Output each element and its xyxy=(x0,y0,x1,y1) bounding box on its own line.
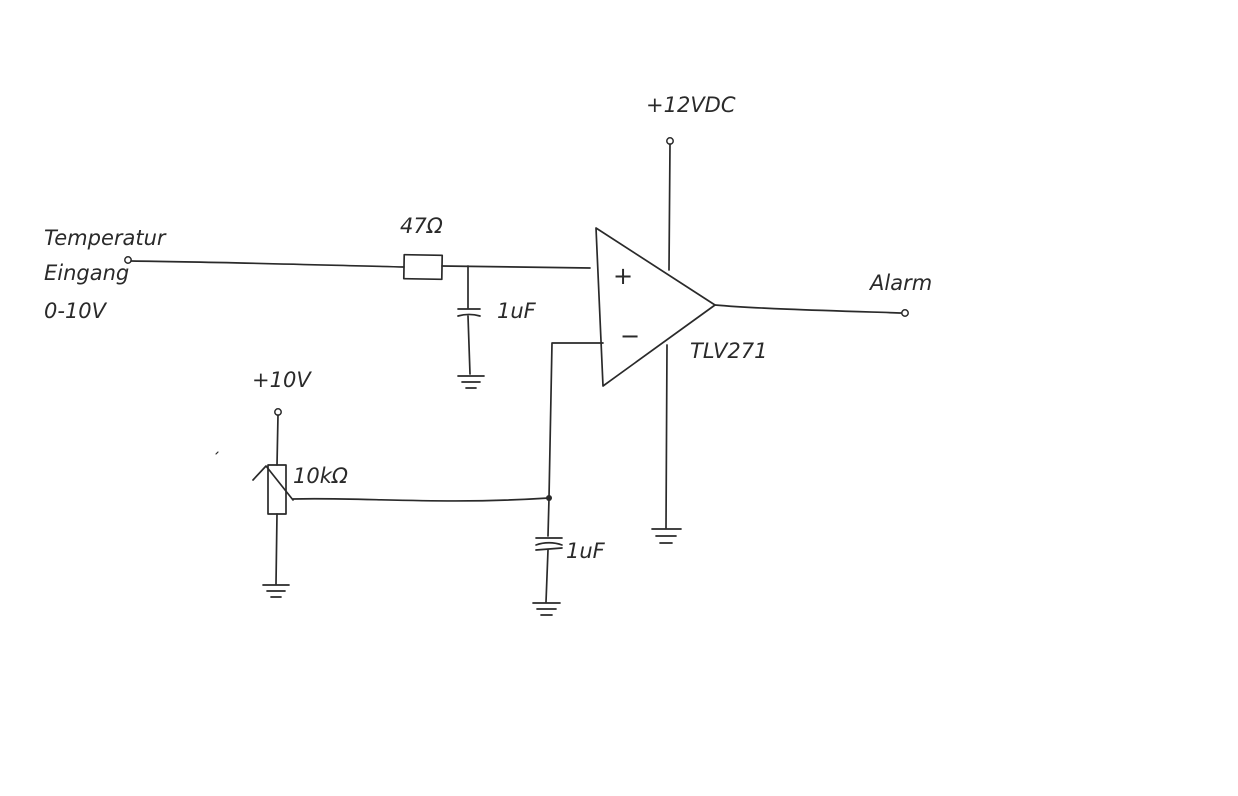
opamp-minus-sign: − xyxy=(620,322,640,350)
wire-to-plus-input xyxy=(441,265,591,269)
potentiometer-10k xyxy=(252,464,294,515)
resistor-47-ohm-label: 47Ω xyxy=(400,214,443,238)
wire-supply-12v xyxy=(668,143,671,271)
capacitor-input-label: 1uF xyxy=(497,299,537,323)
wire-input xyxy=(130,260,405,268)
wire-output xyxy=(714,304,903,314)
wire-cap2-bottom xyxy=(545,549,549,603)
stray-mark xyxy=(215,451,219,455)
opamp-plus-sign: + xyxy=(613,262,633,290)
ground-symbol-cap2 xyxy=(532,602,561,616)
opamp-triangle xyxy=(595,227,716,387)
resistor-47-ohm xyxy=(402,253,444,281)
wire-cap2-top xyxy=(547,497,550,537)
supply-10v-label: +10V xyxy=(252,368,312,392)
input-label-line3: 0-10V xyxy=(44,299,108,323)
supply-12v-label: +12VDC xyxy=(646,93,736,117)
ground-symbol-opamp xyxy=(651,528,682,544)
input-label-line2: Eingang xyxy=(44,261,129,285)
output-label: Alarm xyxy=(868,271,932,295)
wire-supply-10v xyxy=(276,414,279,466)
opamp-part-label: TLV271 xyxy=(690,339,767,363)
ground-symbol-pot xyxy=(262,584,290,598)
capacitor-reference-label: 1uF xyxy=(566,539,606,563)
input-label-line1: Temperatur xyxy=(44,226,167,250)
wire-pot-bottom xyxy=(275,513,278,585)
wire-opamp-ground xyxy=(665,344,668,529)
capacitor-input xyxy=(457,308,481,317)
potentiometer-label: 10kΩ xyxy=(293,464,348,488)
wire-cap1-bottom xyxy=(467,315,471,375)
wire-wiper xyxy=(292,497,550,502)
ground-symbol-cap1 xyxy=(457,375,485,389)
output-terminal xyxy=(901,309,909,317)
input-terminal xyxy=(124,256,132,264)
wire-minus-input xyxy=(548,342,604,499)
capacitor-reference xyxy=(535,537,563,551)
